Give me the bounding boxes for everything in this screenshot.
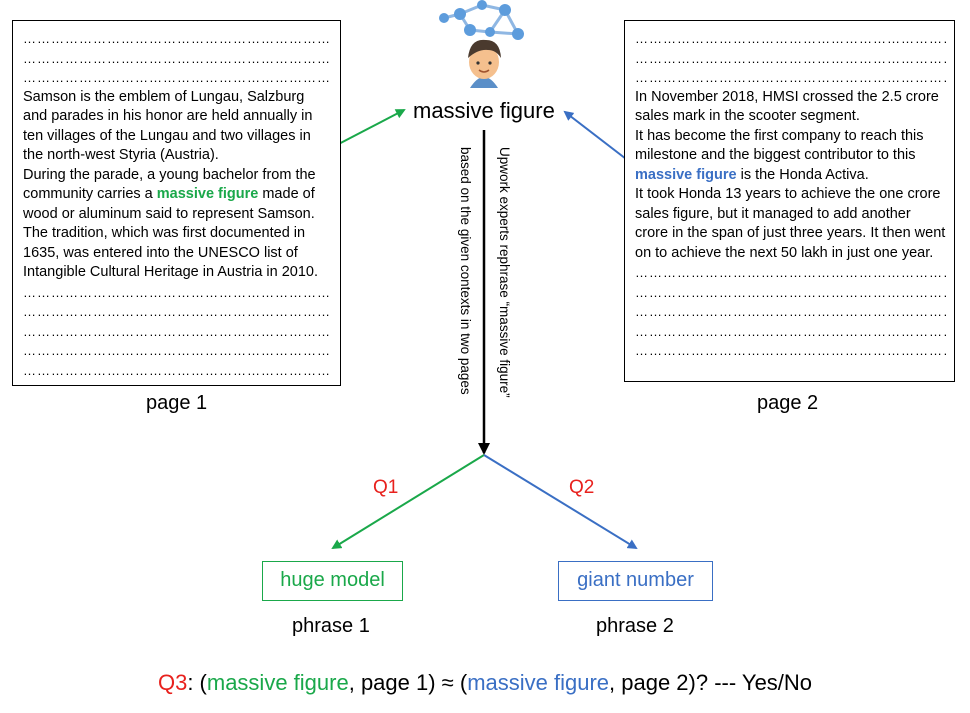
- dots-placeholder: ……………………………………………………………………………………: [23, 50, 332, 66]
- page1-text: made of wood or aluminum said to represe…: [23, 186, 315, 222]
- dots-placeholder: ……………………………………………………………………………………: [635, 50, 946, 66]
- center-term: massive figure: [413, 98, 555, 123]
- page1-text: During the parade, a young bachelor from…: [23, 166, 316, 203]
- q1-label: Q1: [373, 477, 399, 498]
- vertical-instruction-line2: based on the given contexts in two pages: [458, 147, 473, 395]
- dots-placeholder: ……………………………………………………………………………………: [23, 343, 332, 358]
- vertical-instruction-line1: Upwork experts rephrase “massive figure”: [497, 147, 512, 398]
- page2-highlight-term: massive figure: [635, 166, 737, 183]
- page1-paragraph-a: Samson is the emblem of Lungau, Salzburg…: [23, 88, 313, 164]
- page2-paragraph-b: It has become the first company to reach…: [635, 127, 946, 186]
- dots-placeholder: ……………………………………………………………………………………: [635, 284, 946, 300]
- dots-placeholder: ……………………………………………………………………………………: [635, 70, 946, 85]
- dots-placeholder: ……………………………………………………………………………………: [23, 31, 332, 46]
- arrow-to-phrase1: [331, 454, 485, 550]
- q3-text: : (: [187, 670, 207, 695]
- page1-document: …………………………………………………………………………………… ……………………: [12, 20, 341, 386]
- page2-paragraph-c: It took Honda 13 years to achieve the on…: [635, 186, 946, 261]
- phrase1-box: huge model: [262, 561, 403, 601]
- page1-caption: page 1: [146, 392, 208, 414]
- q3-text: , page 2)? --- Yes/No: [609, 670, 813, 695]
- page1-highlight-term: massive figure: [156, 186, 259, 202]
- dots-placeholder: ……………………………………………………………………………………: [635, 31, 946, 46]
- q3-question: Q3: (massive figure, page 1) ≈ (massive …: [0, 670, 970, 696]
- dots-placeholder: ……………………………………………………………………………………: [23, 284, 332, 300]
- dots-placeholder: ……………………………………………………………………………………: [635, 265, 946, 280]
- page2-text: is the Honda Activa.: [736, 166, 869, 183]
- arrow-to-phrase2: [483, 454, 638, 550]
- q3-label: Q3: [157, 670, 188, 695]
- dots-placeholder: ……………………………………………………………………………………: [635, 343, 946, 358]
- page2-text: It has become the first company to reach…: [635, 127, 924, 164]
- dots-placeholder: ……………………………………………………………………………………: [23, 70, 332, 85]
- page2-paragraph-a: In November 2018, HMSI crossed the 2.5 c…: [635, 88, 939, 125]
- q3-term-page2: massive figure: [467, 670, 610, 695]
- q2-label: Q2: [569, 477, 595, 498]
- person-network-icon: [439, 0, 524, 88]
- dots-placeholder: ……………………………………………………………………………………: [635, 323, 946, 339]
- phrase2-box: giant number: [558, 561, 713, 601]
- phrase2-caption: phrase 2: [596, 615, 674, 637]
- q3-text: , page 1) ≈ (: [348, 670, 468, 695]
- dots-placeholder: ……………………………………………………………………………………: [23, 362, 332, 378]
- dots-placeholder: ……………………………………………………………………………………: [635, 304, 946, 319]
- phrase1-caption: phrase 1: [292, 615, 370, 637]
- page2-document: …………………………………………………………………………………… ……………………: [624, 20, 955, 382]
- page2-caption: page 2: [757, 392, 819, 414]
- page1-paragraph-c: The tradition, which was first documente…: [23, 225, 319, 280]
- dots-placeholder: ……………………………………………………………………………………: [23, 323, 332, 339]
- dots-placeholder: ……………………………………………………………………………………: [23, 304, 332, 319]
- q3-term-page1: massive figure: [206, 670, 349, 695]
- arrow-page2-to-term: [563, 110, 631, 163]
- page1-paragraph-b: During the parade, a young bachelor from…: [23, 166, 332, 225]
